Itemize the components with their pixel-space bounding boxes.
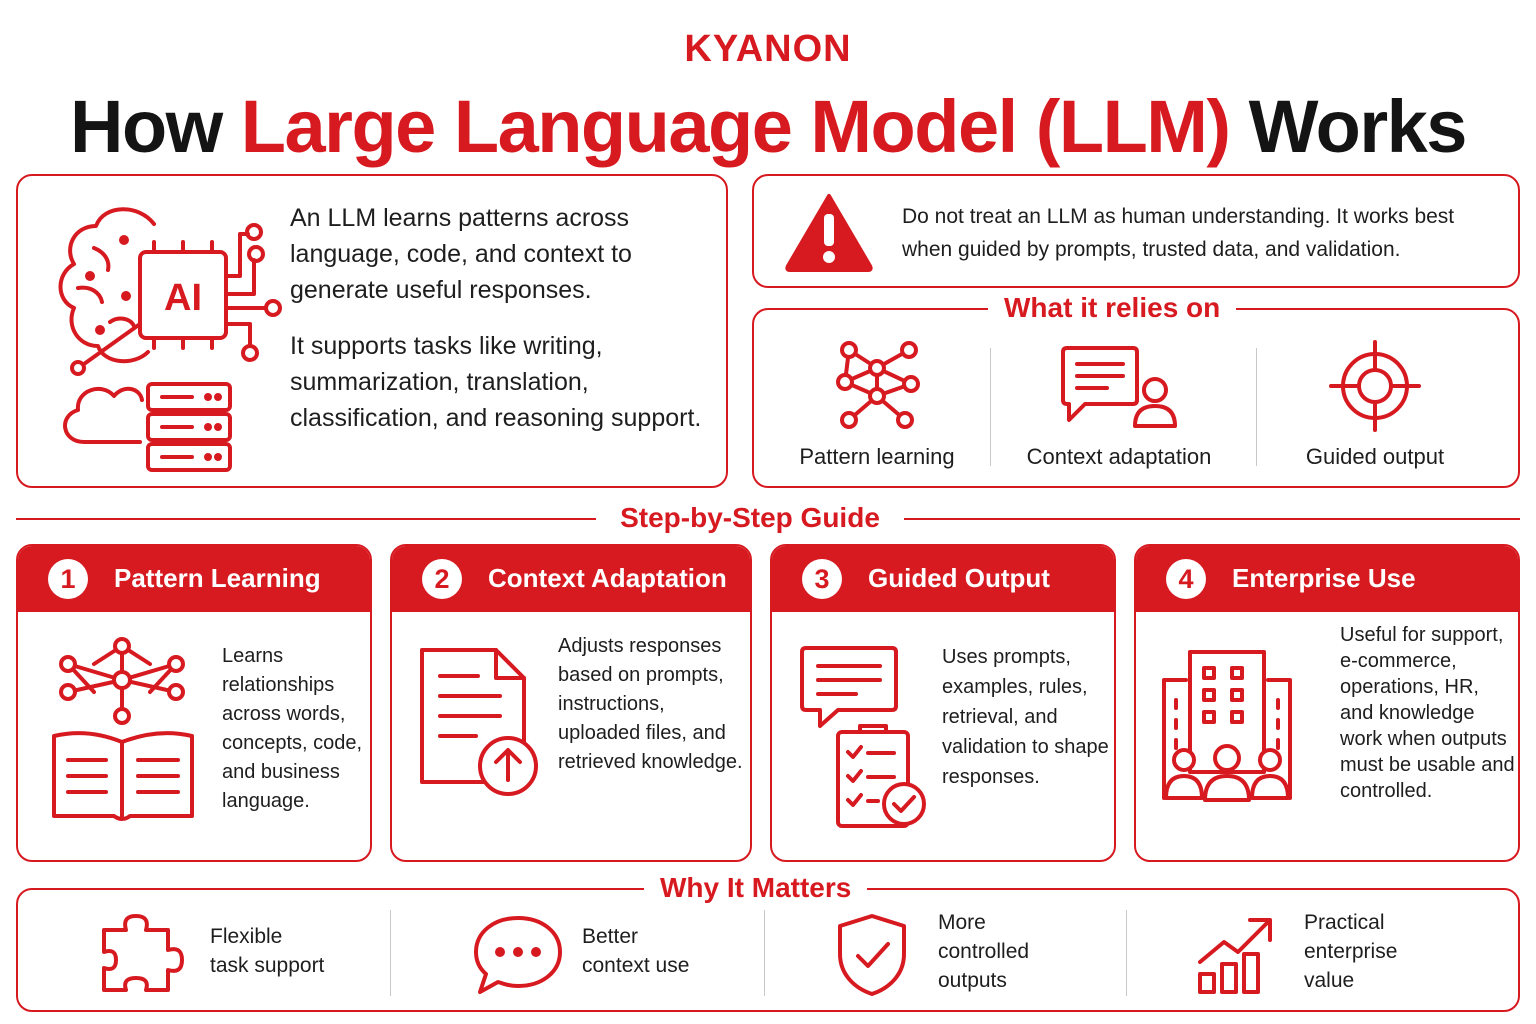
why-item-enterprise: Practical enterprise value	[1194, 908, 1494, 1000]
rely-label-2: Context adaptation	[1026, 444, 1212, 469]
step-header: 4 Enterprise Use	[1136, 546, 1518, 612]
divider-line	[904, 518, 1520, 520]
why-item-flexible: Flexible task support	[100, 908, 380, 1000]
step-number: 3	[802, 559, 842, 599]
step-text: Useful for support, e-commerce, operatio…	[1340, 624, 1515, 802]
brand-logo: KYANON	[684, 28, 852, 70]
divider	[1256, 348, 1257, 466]
why-label-line: enterprise	[1304, 940, 1398, 963]
title-part-2: Large Language Model (LLM)	[240, 85, 1231, 168]
step-text: Adjusts responses based on prompts, inst…	[558, 635, 743, 773]
rely-item-context-adaptation: Context adaptation	[1002, 330, 1236, 480]
target-crosshair-icon	[1329, 340, 1421, 432]
rely-item-guided-output: Guided output	[1270, 330, 1480, 480]
why-card: Why It Matters Flexible task support Bet…	[16, 872, 1520, 1012]
step-header: 2 Context Adaptation	[392, 546, 750, 612]
step-number: 2	[422, 559, 462, 599]
rely-item-pattern-learning: Pattern learning	[774, 330, 980, 480]
divider	[390, 910, 391, 996]
chat-checklist-icon	[800, 646, 926, 828]
step-title: Pattern Learning	[114, 563, 321, 593]
step-card-4: 4 Enterprise Use Useful for support, e-c…	[1134, 544, 1520, 862]
title-part-1: How	[70, 85, 223, 168]
why-item-controlled: More controlled outputs	[834, 908, 1114, 1000]
warning-triangle-icon	[785, 194, 873, 272]
intro-paragraph-2: It supports tasks like writing, summariz…	[290, 332, 702, 432]
step-title: Enterprise Use	[1232, 563, 1416, 593]
divider-line	[16, 518, 596, 520]
why-label-line: context use	[582, 954, 690, 977]
why-item-context: Better context use	[470, 908, 750, 1000]
why-label-line: Flexible	[210, 925, 283, 948]
step-card-2: 2 Context Adaptation Adjusts responses b…	[390, 544, 752, 862]
chat-bubble-dots-icon	[474, 916, 562, 994]
puzzle-piece-icon	[102, 914, 184, 992]
step-text: Uses prompts, examples, rules, retrieval…	[942, 646, 1109, 788]
growth-chart-icon	[1198, 918, 1272, 994]
why-label-line: controlled	[938, 940, 1030, 963]
divider	[990, 348, 991, 466]
warning-card: Do not treat an LLM as human understandi…	[752, 174, 1520, 288]
rely-label-3: Guided output	[1305, 444, 1445, 469]
step-title: Guided Output	[868, 563, 1050, 593]
warning-text: Do not treat an LLM as human understandi…	[902, 205, 1455, 261]
step-card-3: 3 Guided Output Uses prompts, examples, …	[770, 544, 1116, 862]
step-card-1: 1 Pattern Learning Learns relationships …	[16, 544, 372, 862]
relies-title: What it relies on	[988, 292, 1237, 324]
guide-title: Step-by-Step Guide	[620, 502, 880, 533]
relies-card: What it relies on Pattern learning Conte…	[752, 292, 1520, 488]
why-label-line: value	[1304, 969, 1355, 992]
step-text: Learns relationships across words, conce…	[222, 645, 363, 812]
step-header: 3 Guided Output	[772, 546, 1114, 612]
divider	[764, 910, 765, 996]
network-book-icon	[52, 637, 194, 821]
page-title: How Large Language Model (LLM) Works	[0, 84, 1536, 169]
step-header: 1 Pattern Learning	[18, 546, 370, 612]
network-nodes-icon	[836, 341, 920, 429]
why-label-line: task support	[210, 954, 325, 977]
why-label-line: Better	[582, 925, 639, 948]
why-label-line: Practical	[1304, 911, 1385, 934]
intro-paragraph-1: An LLM learns patterns across language, …	[290, 204, 632, 304]
why-title: Why It Matters	[644, 872, 868, 904]
title-part-3: Works	[1248, 85, 1468, 168]
why-label-line: outputs	[938, 969, 1007, 992]
step-number: 4	[1166, 559, 1206, 599]
step-title: Context Adaptation	[488, 563, 727, 593]
rely-label-1: Pattern learning	[799, 444, 955, 469]
why-label-line: More	[938, 911, 986, 934]
document-upload-icon	[420, 648, 538, 796]
building-team-icon	[1162, 650, 1292, 802]
shield-check-icon	[838, 914, 906, 996]
step-number: 1	[48, 559, 88, 599]
intro-card: AI An LLM learns patterns across languag…	[16, 174, 728, 488]
ai-brain-server-icon: AI	[58, 207, 282, 472]
svg-text:AI: AI	[164, 277, 202, 319]
chat-person-icon	[1061, 346, 1177, 428]
divider	[1126, 910, 1127, 996]
